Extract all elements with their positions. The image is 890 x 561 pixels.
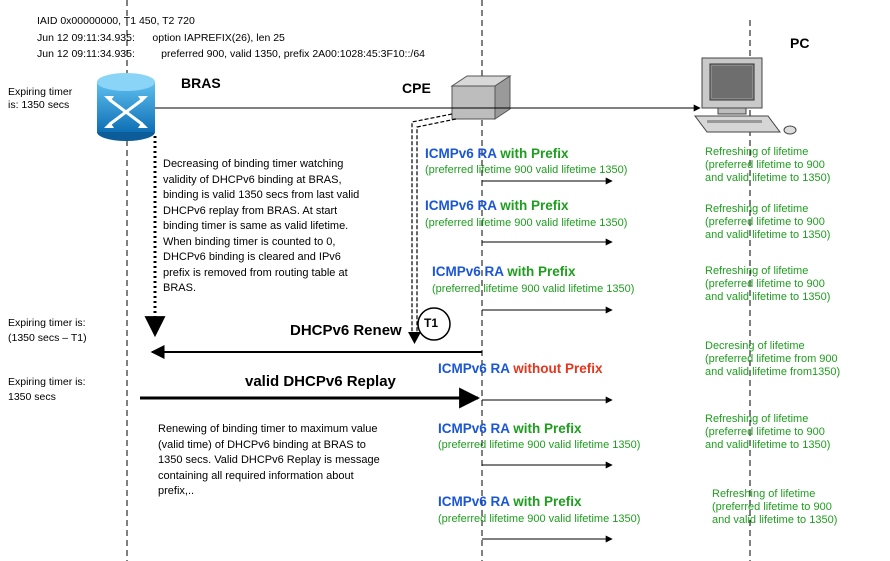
ra-label-6: ICMPv6 RA with Prefix	[438, 494, 582, 509]
log-line-1: IAID 0x00000000, T1 450, T2 720	[37, 15, 195, 27]
expiring-timer-note-2: Expiring timer is: (1350 secs – T1)	[8, 317, 87, 344]
expiring-timer-note-3: Expiring timer is: 1350 secs	[8, 376, 86, 403]
pc-note-refresh-2: Refreshing of lifetime (preferred lifeti…	[705, 203, 831, 241]
ra-label-2: ICMPv6 RA with Prefix	[425, 198, 569, 213]
ra-label-3: ICMPv6 RA with Prefix	[432, 264, 576, 279]
log-line-2: Jun 12 09:11:34.935: option IAPREFIX(26)…	[37, 32, 285, 44]
ra-label-4: ICMPv6 RA without Prefix	[438, 361, 603, 376]
pc-note-refresh-3: Refreshing of lifetime (preferred lifeti…	[705, 265, 831, 303]
pc-note-refresh-5: Refreshing of lifetime (preferred lifeti…	[712, 488, 838, 526]
pc-label: PC	[790, 35, 810, 51]
router-icon	[97, 73, 155, 141]
ra-label-1: ICMPv6 RA with Prefix	[425, 146, 569, 161]
expiring-timer-note-1: Expiring timer is: 1350 secs	[8, 86, 73, 111]
ra-lifetimes-6: (preferred lifetime 900 valid lifetime 1…	[438, 513, 641, 525]
dhcpv6-replay-label: valid DHCPv6 Replay	[245, 373, 396, 390]
log-line-3: Jun 12 09:11:34.935: preferred 900, vali…	[37, 48, 425, 60]
ra-lifetimes-3: (preferred lifetime 900 valid lifetime 1…	[432, 283, 635, 295]
t1-label: T1	[424, 316, 439, 330]
ra-label-5: ICMPv6 RA with Prefix	[438, 421, 582, 436]
pc-computer-icon	[694, 57, 797, 135]
t1-timer-arrow	[411, 113, 457, 335]
t1-circle	[417, 307, 451, 341]
cpe-device-icon	[450, 75, 512, 120]
binding-timer-description: Decreasing of binding timer watching val…	[163, 158, 360, 294]
ra-lifetimes-5: (preferred lifetime 900 valid lifetime 1…	[438, 439, 641, 451]
cpe-label: CPE	[402, 80, 431, 96]
renew-description: Renewing of binding timer to maximum val…	[158, 423, 380, 497]
pc-note-refresh-4: Refreshing of lifetime (preferred lifeti…	[705, 413, 831, 451]
ra-lifetimes-1: (preferred lifetime 900 valid lifetime 1…	[425, 164, 628, 176]
pc-note-refresh-1: Refreshing of lifetime (preferred lifeti…	[705, 146, 831, 184]
bras-label: BRAS	[181, 75, 221, 91]
dhcpv6-renew-label: DHCPv6 Renew	[290, 322, 402, 339]
ra-lifetimes-2: (preferred lifetime 900 valid lifetime 1…	[425, 217, 628, 229]
pc-note-decrease: Decresing of lifetime (preferred lifetim…	[705, 340, 841, 378]
